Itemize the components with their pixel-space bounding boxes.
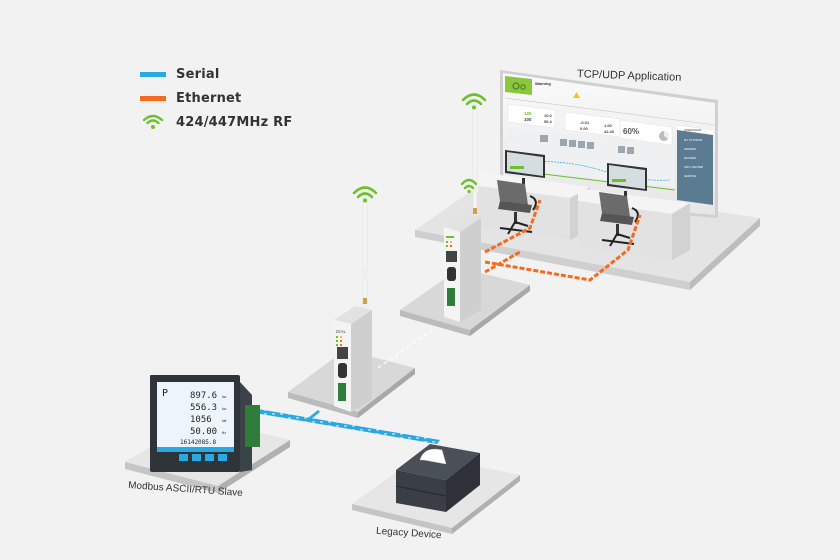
serial-cables <box>255 409 440 444</box>
legend-item-rf: 424/447MHz RF <box>140 110 292 134</box>
meter-display <box>157 382 234 447</box>
svg-text:0.00: 0.00 <box>580 126 589 131</box>
hmi-screen: Warning 126 100 10.0 56.4 -0.01 0.00 1.0… <box>500 70 718 218</box>
hmi-percent: 60% <box>623 127 639 136</box>
gateway-brand: DIAL <box>336 329 347 334</box>
gateway-2-device <box>444 104 481 322</box>
hmi-side-menu: OPERATION MY SYSTEMS ORDERS RECIPES INFO… <box>677 125 713 205</box>
svg-text:556.3: 556.3 <box>190 403 217 413</box>
svg-text:16142085.8: 16142085.8 <box>180 439 217 446</box>
svg-text:kW: kW <box>222 419 227 423</box>
legend-item-ethernet: Ethernet <box>140 86 292 110</box>
monitor-right <box>607 163 647 197</box>
legend: Serial Ethernet 424/447MHz RF <box>140 62 292 134</box>
svg-text:10.0: 10.0 <box>544 113 553 118</box>
legend-label-rf: 424/447MHz RF <box>176 114 293 130</box>
svg-text:126: 126 <box>524 111 532 116</box>
svg-text:100: 100 <box>524 117 532 122</box>
meter-button-e <box>205 454 214 461</box>
meter-button-p <box>192 454 201 461</box>
svg-text:SERVICE: SERVICE <box>684 174 696 178</box>
legend-label-serial: Serial <box>176 66 220 82</box>
svg-text:50.00: 50.00 <box>190 427 217 437</box>
svg-text:RECIPES: RECIPES <box>684 156 696 160</box>
svg-text:ORDERS: ORDERS <box>684 147 696 151</box>
serial-line-swatch <box>140 71 166 77</box>
svg-text:INFO CENTER: INFO CENTER <box>684 165 703 169</box>
rf-link <box>377 329 433 369</box>
svg-text:42.40: 42.40 <box>604 129 615 134</box>
svg-text:MY SYSTEMS: MY SYSTEMS <box>684 138 702 142</box>
antenna <box>472 104 478 216</box>
meter-button-h <box>179 454 188 461</box>
svg-text:kw: kw <box>222 395 227 399</box>
warning-icon <box>573 92 580 98</box>
svg-text:OPERATION: OPERATION <box>684 128 701 132</box>
svg-text:-0.01: -0.01 <box>580 120 590 125</box>
hmi-status-title: Warning <box>535 81 551 86</box>
legend-item-serial: Serial <box>140 62 292 86</box>
wifi-icon-gateway-1 <box>352 186 378 203</box>
svg-text:kw: kw <box>222 407 227 411</box>
meter-mode: P <box>162 388 168 399</box>
meter-buttons <box>179 454 227 461</box>
chair-left <box>497 180 537 235</box>
wifi-icon-gateway-2 <box>461 93 487 110</box>
svg-text:1.00: 1.00 <box>604 123 613 128</box>
serial-terminal <box>245 405 260 447</box>
gateway-1-device: DIAL <box>334 197 372 412</box>
power-meter: P 897.6 556.3 1056 50.00 kw kw kW Hz 161… <box>150 375 260 472</box>
svg-text:897.6: 897.6 <box>190 391 217 401</box>
svg-text:56.4: 56.4 <box>544 119 553 124</box>
legend-label-ethernet: Ethernet <box>176 90 242 106</box>
chair-right <box>599 192 639 247</box>
antenna <box>362 197 368 307</box>
ethernet-line-swatch <box>140 95 166 101</box>
monitor-left <box>505 150 545 184</box>
meter-button-ma <box>218 454 227 461</box>
gear-icon <box>512 82 520 90</box>
ethernet-cables <box>484 199 642 282</box>
wifi-icon <box>142 114 164 129</box>
wifi-icon <box>460 178 478 190</box>
legacy-printer <box>395 444 480 512</box>
svg-text:1056: 1056 <box>190 415 212 425</box>
paper-roll <box>419 448 447 465</box>
svg-text:Hz: Hz <box>222 431 226 435</box>
